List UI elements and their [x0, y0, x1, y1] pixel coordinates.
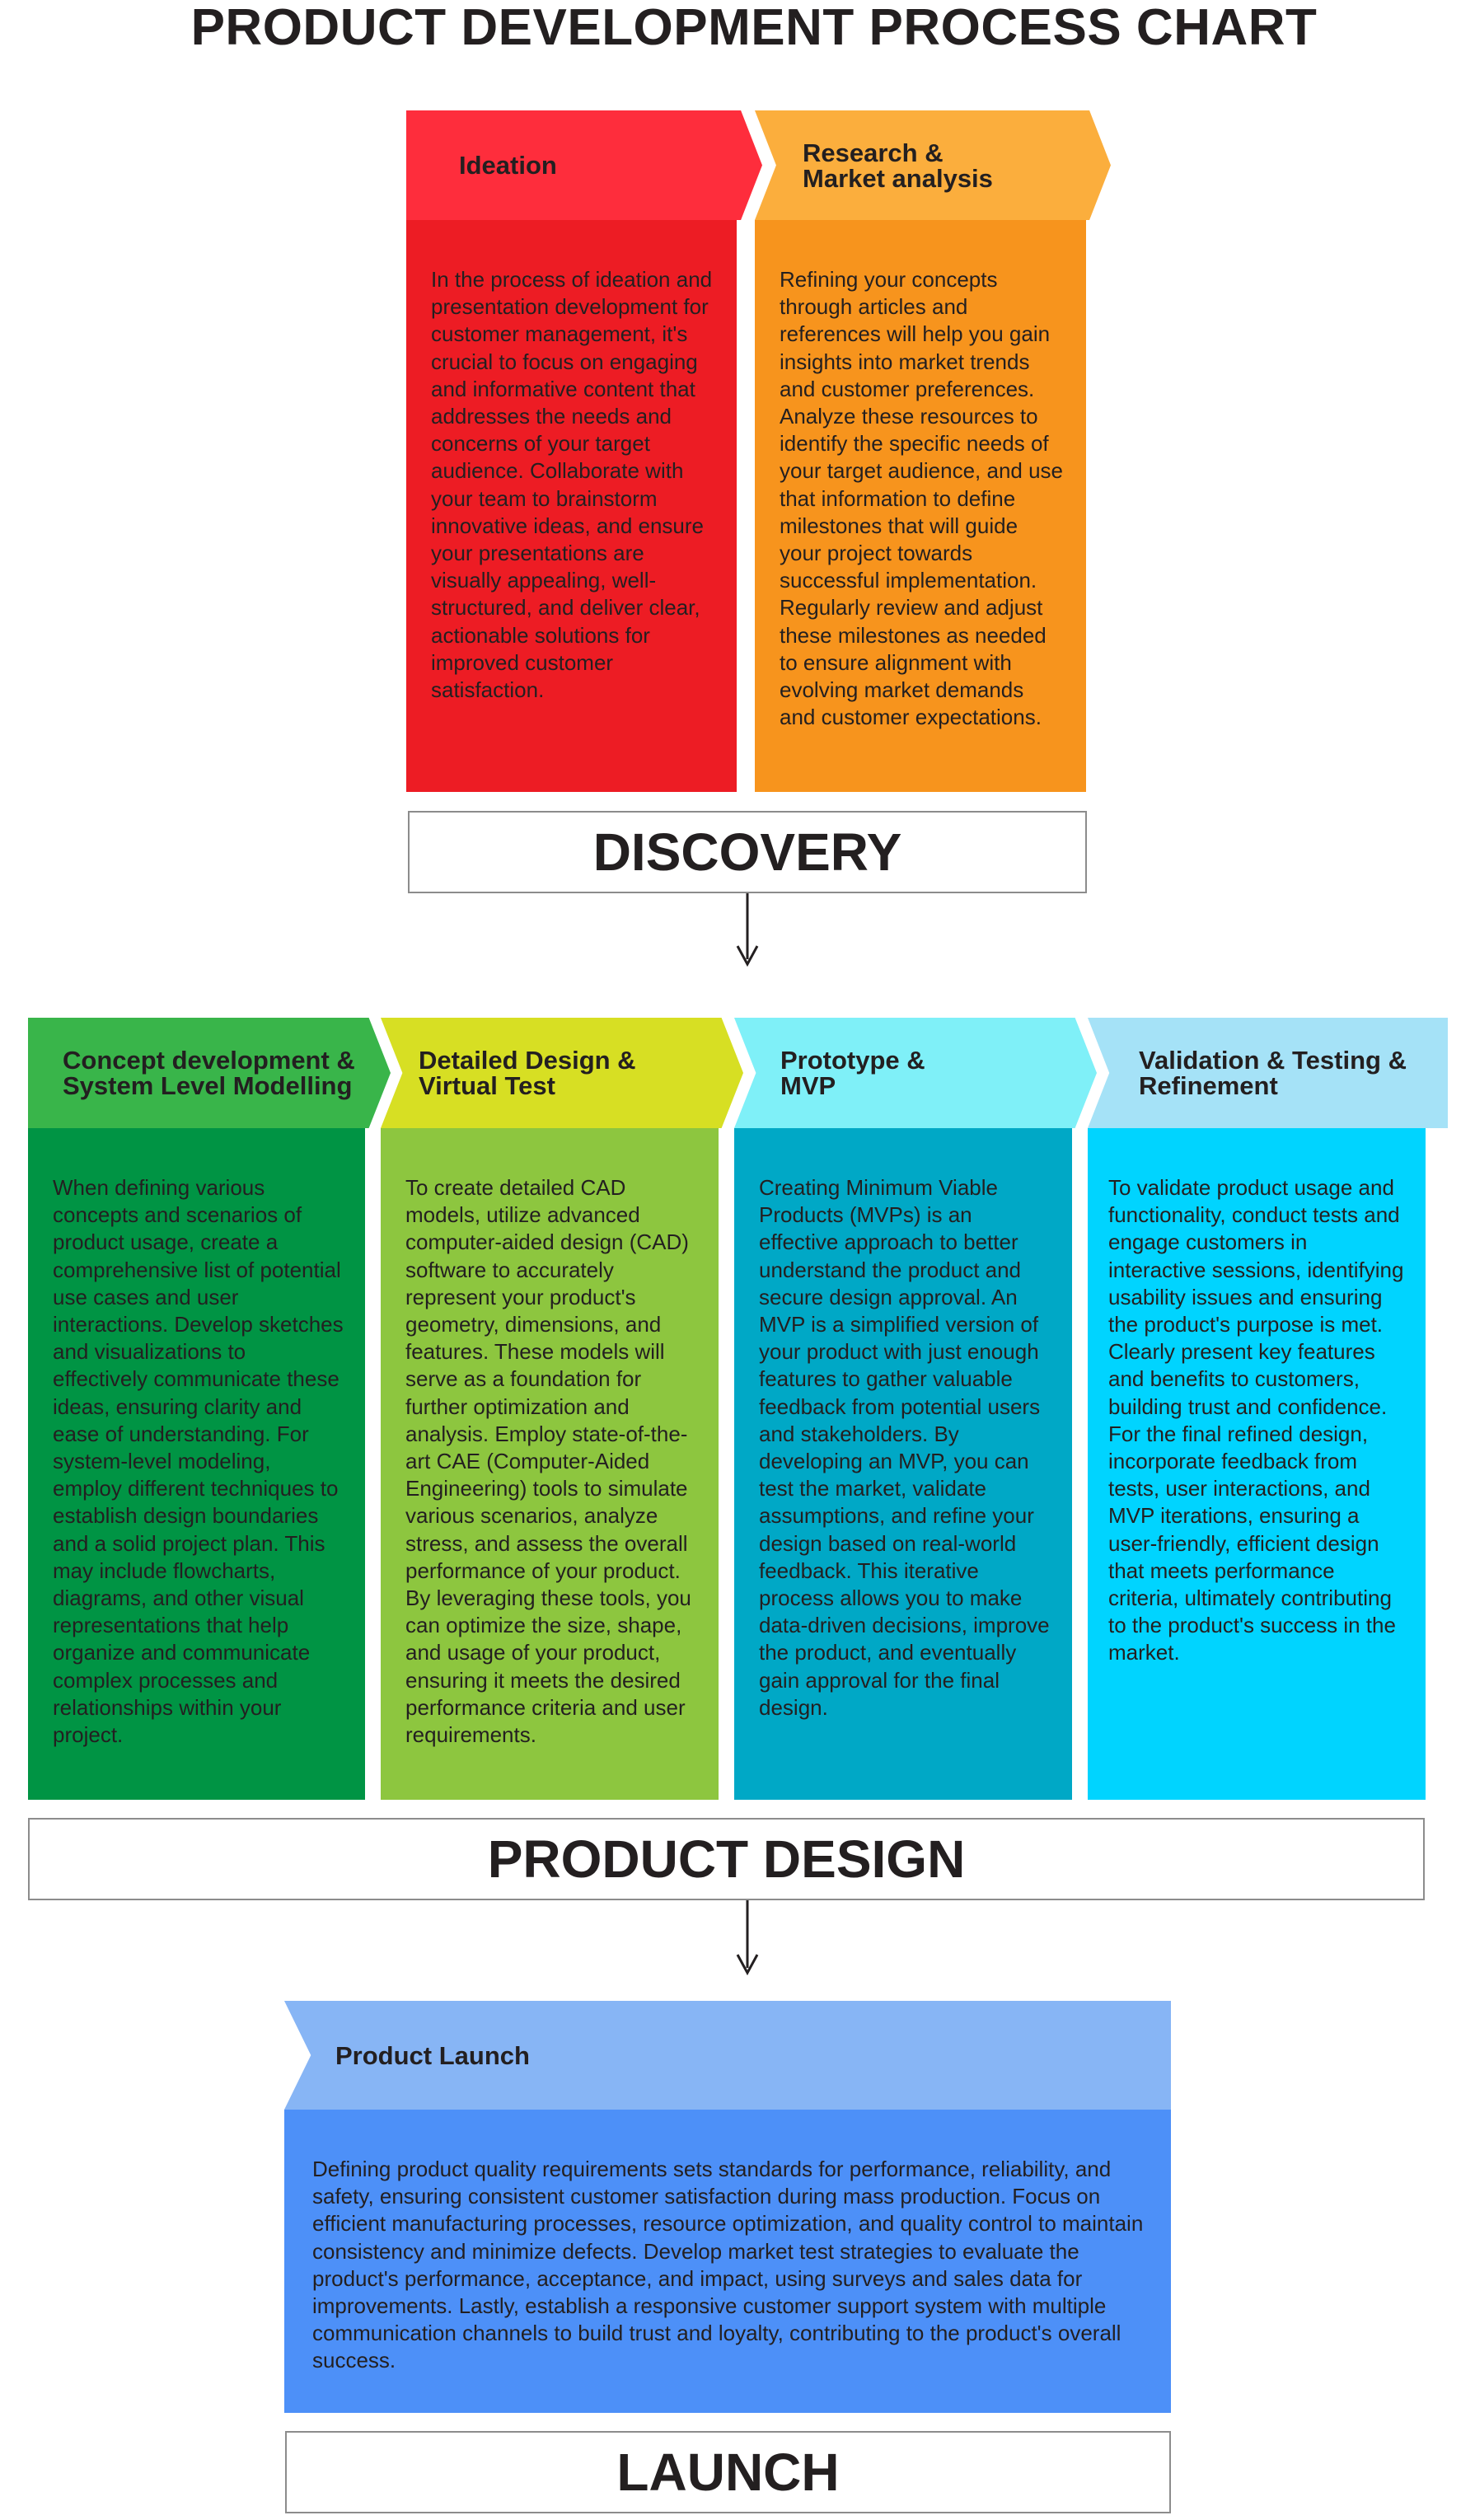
- step-header-prototype-mvp: Prototype & MVP: [734, 1018, 1097, 1128]
- stage-label-product-design: PRODUCT DESIGN: [28, 1818, 1425, 1900]
- step-description: To create detailed CAD models, utilize a…: [405, 1175, 691, 1748]
- step-body-validation-testing: To validate product usage and functional…: [1088, 1128, 1426, 1800]
- stage-label-discovery: DISCOVERY: [408, 811, 1087, 893]
- stage-label-text: LAUNCH: [616, 2443, 840, 2502]
- step-body-concept-development: When defining various concepts and scena…: [28, 1128, 365, 1800]
- step-header-research: Research & Market analysis: [755, 110, 1111, 220]
- step-body-ideation: In the process of ideation and presentat…: [406, 220, 737, 792]
- step-title-line: Research &: [803, 138, 944, 167]
- step-description: To validate product usage and functional…: [1108, 1175, 1404, 1665]
- step-body-research: Refining your concepts through articles …: [755, 220, 1086, 792]
- step-body-product-launch: Defining product quality requirements se…: [284, 2110, 1171, 2413]
- step-header-ideation: Ideation: [406, 110, 762, 220]
- step-header-product-launch: Product Launch: [284, 2001, 1171, 2110]
- step-header-validation-testing: Validation & Testing & Refinement: [1088, 1018, 1448, 1128]
- step-title-line: Refinement: [1139, 1071, 1278, 1100]
- page-title: PRODUCT DEVELOPMENT PROCESS CHART: [190, 0, 1318, 56]
- step-header-concept-development: Concept development & System Level Model…: [28, 1018, 391, 1128]
- step-description: In the process of ideation and presentat…: [431, 267, 713, 703]
- step-title-line: Detailed Design &: [419, 1046, 636, 1075]
- arrow-down-icon: [736, 893, 759, 967]
- step-title-line: Market analysis: [803, 163, 993, 193]
- step-description: When defining various concepts and scena…: [53, 1175, 344, 1748]
- step-description: Refining your concepts through articles …: [780, 267, 1064, 730]
- step-title-line: Prototype &: [780, 1046, 925, 1075]
- step-title-line: MVP: [780, 1071, 836, 1100]
- step-title-line: Product Launch: [335, 2040, 530, 2070]
- step-title-line: Ideation: [459, 151, 557, 180]
- step-body-prototype-mvp: Creating Minimum Viable Products (MVPs) …: [734, 1128, 1072, 1800]
- stage-label-text: DISCOVERY: [592, 822, 902, 882]
- step-body-detailed-design: To create detailed CAD models, utilize a…: [381, 1128, 719, 1800]
- stage-label-text: PRODUCT DESIGN: [487, 1829, 966, 1889]
- step-description: Creating Minimum Viable Products (MVPs) …: [759, 1175, 1050, 1720]
- step-title-line: Concept development &: [63, 1046, 355, 1075]
- step-title-line: System Level Modelling: [63, 1071, 353, 1100]
- step-header-detailed-design: Detailed Design & Virtual Test: [381, 1018, 743, 1128]
- step-title-line: Validation & Testing &: [1139, 1046, 1407, 1075]
- arrow-down-icon: [736, 1900, 759, 1976]
- step-title-line: Virtual Test: [419, 1071, 555, 1100]
- step-description: Defining product quality requirements se…: [312, 2157, 1144, 2373]
- stage-label-launch: LAUNCH: [285, 2431, 1171, 2513]
